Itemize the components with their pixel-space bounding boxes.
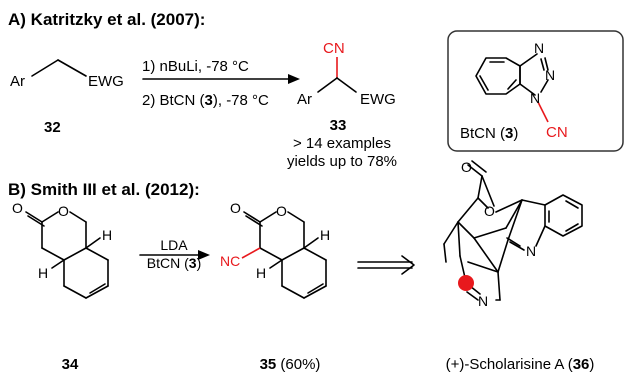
reaction-b-reagent2: BtCN (3) (147, 255, 201, 271)
btcn-n3: N (534, 40, 544, 56)
compound-33-yields: yields up to 78% (287, 153, 397, 170)
reaction-a-step2: 2) BtCN (3), -78 °C (142, 92, 269, 109)
compound-34-h-bottom: H (38, 265, 48, 281)
scholarisine-carbonyl-o: O (461, 159, 472, 175)
compound-34-carbonyl-o: O (12, 200, 23, 216)
compound-34-number: 34 (62, 356, 79, 373)
compound-32-number: 32 (44, 119, 61, 136)
compound-33-ewg: EWG (360, 91, 396, 108)
compound-32-ewg: EWG (88, 73, 124, 90)
compound-33-examples: > 14 examples (293, 135, 391, 152)
compound-35-h-top: H (320, 227, 330, 243)
compound-35-structure (241, 211, 327, 299)
reaction-a-arrowhead (288, 74, 300, 84)
reaction-b-arrowhead (198, 250, 210, 260)
btcn-label: BtCN (3) (460, 125, 518, 142)
section-b-heading: B) Smith III et al. (2012): (8, 180, 200, 199)
scholarisine-structure (443, 160, 583, 301)
compound-35-h-bottom: H (256, 265, 266, 281)
reaction-b-reagent1: LDA (160, 237, 188, 253)
compound-33-cn: CN (323, 40, 345, 57)
compound-32-ar: Ar (10, 73, 25, 90)
compound-34-structure (25, 211, 109, 299)
btcn-n2: N (545, 67, 555, 83)
compound-35-nc: NC (220, 253, 240, 269)
section-a-heading: A) Katritzky et al. (2007): (8, 10, 205, 29)
compound-33-ar: Ar (297, 91, 312, 108)
compound-35-carbonyl-o: O (230, 200, 241, 216)
scholarisine-ring-n: N (478, 293, 488, 309)
scholarisine-label: (+)-Scholarisine A (36) (446, 356, 595, 373)
reaction-a-step1: 1) nBuLi, -78 °C (142, 58, 249, 75)
compound-34-h-top: H (102, 227, 112, 243)
scholarisine-indole-n: N (526, 243, 536, 259)
btcn-cn: CN (546, 124, 568, 141)
compound-32-structure (31, 59, 87, 77)
scholarisine-ring-o: O (484, 203, 495, 219)
btcn-n1: N (530, 90, 540, 106)
compound-35-ring-o: O (276, 203, 287, 219)
highlight-carbon-dot (458, 275, 474, 291)
compound-33-structure (317, 57, 357, 93)
compound-33-number: 33 (330, 117, 347, 134)
compound-34-ring-o: O (58, 203, 69, 219)
compound-35-label: 35 (60%) (260, 356, 321, 373)
btcn-reagent-box (447, 30, 624, 152)
multistep-arrow (357, 255, 415, 275)
btcn-structure (475, 53, 549, 123)
